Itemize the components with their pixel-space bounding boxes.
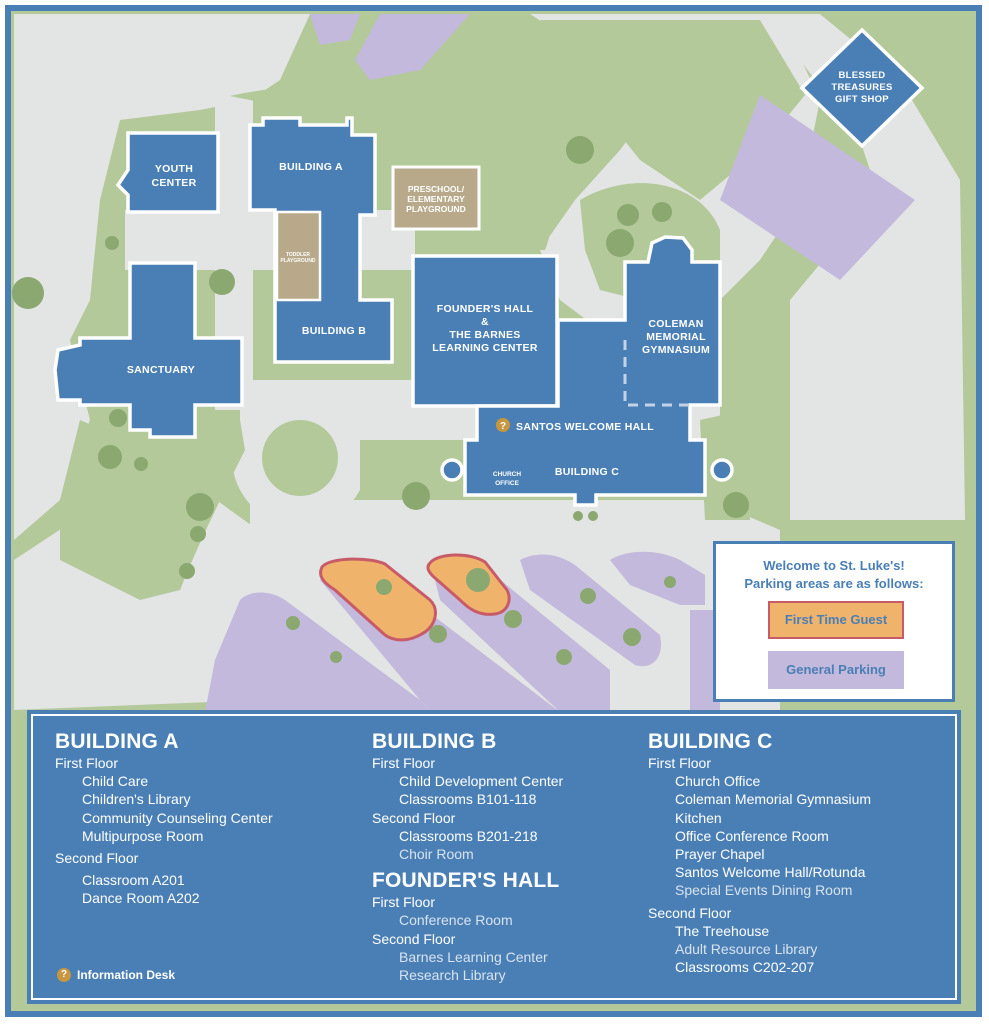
- svg-text:LEARNING CENTER: LEARNING CENTER: [432, 342, 538, 354]
- building-a-label: BUILDING A: [279, 161, 343, 173]
- list-item: Coleman Memorial Gymnasium: [675, 791, 872, 808]
- floor-label: Second Floor: [372, 809, 456, 826]
- building-c-complex: [463, 235, 722, 507]
- svg-text:PLAYGROUND: PLAYGROUND: [406, 204, 466, 214]
- founders-hall-heading: FOUNDER'S HALL: [372, 869, 560, 893]
- svg-text:ELEMENTARY: ELEMENTARY: [407, 194, 465, 204]
- svg-text:TREASURES: TREASURES: [831, 82, 892, 93]
- toddler-playground-label: TODDLER: [286, 252, 310, 258]
- preschool-playground-label: PRESCHOOL/: [408, 184, 465, 194]
- list-item: Classrooms B101-118: [399, 791, 537, 808]
- building-directory: BUILDING A First Floor Child Care Childr…: [27, 710, 961, 1004]
- list-item: Church Office: [675, 773, 761, 790]
- building-c-heading: BUILDING C: [648, 730, 773, 753]
- general-parking-swatch: General Parking: [768, 651, 904, 689]
- svg-text:PLAYGROUND: PLAYGROUND: [280, 258, 315, 264]
- list-item: Dance Room A202: [82, 890, 200, 907]
- building-b-column: BUILDING B First Floor Child Development…: [372, 730, 563, 984]
- sanctuary-label: SANCTUARY: [127, 364, 195, 376]
- list-item: Children's Library: [82, 791, 191, 808]
- gift-shop-building: [799, 27, 925, 149]
- floor-label: First Floor: [372, 894, 435, 911]
- svg-text:OFFICE: OFFICE: [495, 480, 519, 487]
- information-desk-label: Information Desk: [77, 968, 176, 982]
- svg-text:&: &: [481, 316, 489, 328]
- parking-legend: Welcome to St. Luke's! Parking areas are…: [713, 541, 955, 702]
- floor-label: First Floor: [55, 755, 118, 771]
- info-desk-icon: [496, 418, 510, 432]
- building-b-label: BUILDING B: [302, 325, 366, 337]
- svg-text:?: ?: [500, 421, 506, 432]
- list-item: Adult Resource Library: [675, 941, 818, 958]
- first-time-guest-swatch: First Time Guest: [768, 601, 904, 639]
- svg-text:GYMNASIUM: GYMNASIUM: [642, 344, 710, 356]
- coleman-gym-label: COLEMAN: [648, 318, 703, 330]
- list-item: Classrooms C202-207: [675, 959, 815, 976]
- church-office-label: CHURCH: [493, 471, 521, 478]
- building-b-heading: BUILDING B: [372, 730, 497, 753]
- founders-hall-label: FOUNDER'S HALL: [437, 303, 534, 315]
- list-item: Special Events Dining Room: [675, 882, 853, 899]
- legend-subtitle: Parking areas are as follows:: [744, 576, 924, 591]
- legend-title: Welcome to St. Luke's!: [763, 558, 905, 573]
- floor-label: Second Floor: [372, 930, 456, 947]
- toddler-playground: [275, 210, 322, 302]
- list-item: Child Development Center: [399, 773, 564, 790]
- building-a-heading: BUILDING A: [55, 730, 179, 753]
- list-item: Santos Welcome Hall/Rotunda: [675, 864, 866, 881]
- list-item: Multipurpose Room: [82, 827, 204, 844]
- trees: [12, 136, 749, 665]
- list-item: Kitchen: [675, 809, 722, 826]
- list-item: Classroom A201: [82, 872, 185, 889]
- gift-shop-label: BLESSED: [839, 70, 886, 81]
- information-desk-key: ? Information Desk: [57, 968, 175, 982]
- info-desk-key-icon: ?: [57, 968, 71, 982]
- svg-text:CENTER: CENTER: [152, 177, 197, 189]
- santos-welcome-hall-label: SANTOS WELCOME HALL: [516, 421, 654, 433]
- youth-center-label: YOUTH: [155, 163, 193, 175]
- building-c-column: BUILDING C First Floor Church Office Col…: [648, 730, 871, 976]
- floor-label: Second Floor: [55, 850, 139, 867]
- list-item: Community Counseling Center: [82, 809, 273, 826]
- list-item: Conference Room: [399, 912, 513, 929]
- list-item: Research Library: [399, 967, 506, 984]
- svg-text:GIFT SHOP: GIFT SHOP: [835, 94, 889, 105]
- list-item: The Treehouse: [675, 922, 770, 939]
- svg-text:THE BARNES: THE BARNES: [449, 329, 520, 341]
- list-item: Office Conference Room: [675, 827, 829, 844]
- founders-hall-building: [411, 254, 559, 408]
- floor-label: Second Floor: [648, 904, 732, 921]
- list-item: Child Care: [82, 773, 149, 790]
- floor-label: First Floor: [372, 755, 435, 771]
- floor-label: First Floor: [648, 755, 711, 771]
- list-item: Choir Room: [399, 846, 474, 863]
- list-item: Barnes Learning Center: [399, 948, 548, 965]
- list-item: Classrooms B201-218: [399, 827, 538, 844]
- preschool-playground: [391, 165, 481, 231]
- youth-center-building: [115, 131, 220, 214]
- building-a-column: BUILDING A First Floor Child Care Childr…: [55, 730, 273, 908]
- sanctuary-building: [53, 261, 244, 439]
- svg-text:MEMORIAL: MEMORIAL: [646, 331, 706, 343]
- building-c-label: BUILDING C: [555, 466, 619, 478]
- list-item: Prayer Chapel: [675, 846, 765, 863]
